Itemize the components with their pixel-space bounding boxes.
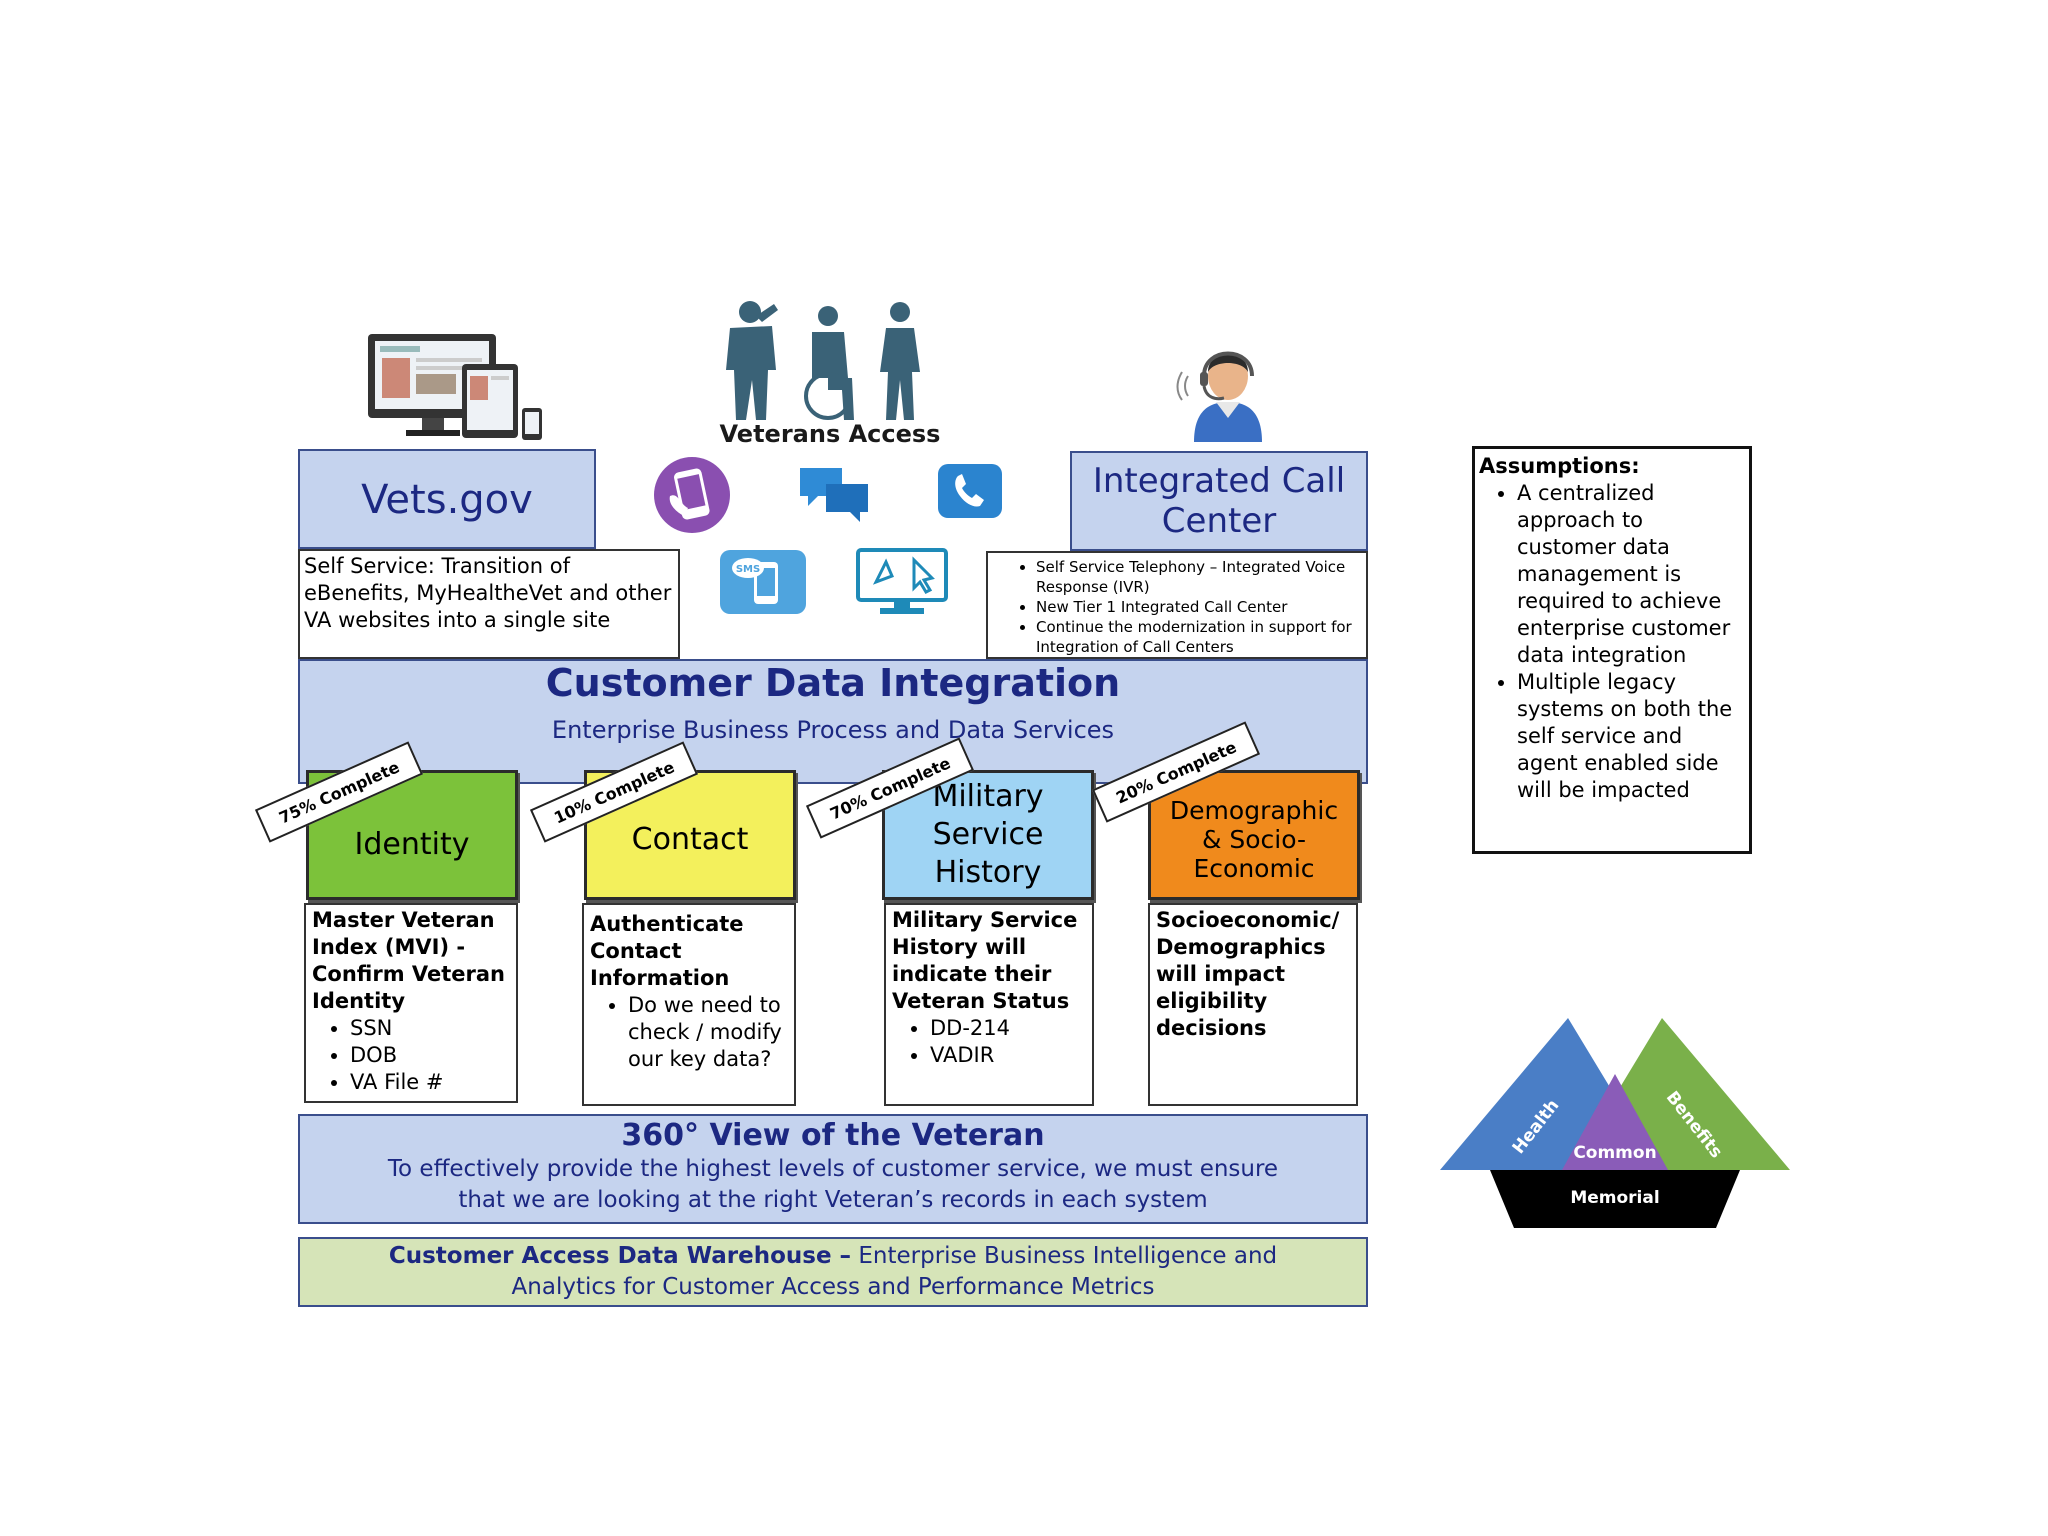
devices-icon bbox=[368, 334, 542, 440]
contact-description-heading: Authenticate Contact Information bbox=[590, 912, 744, 990]
assumptions-bullet: Multiple legacy systems on both the self… bbox=[1517, 669, 1745, 804]
identity-bullet: SSN bbox=[350, 1015, 510, 1042]
assumptions-box: Assumptions: A centralized approach to c… bbox=[1472, 446, 1752, 854]
memorial-segment bbox=[1490, 1170, 1740, 1228]
data-warehouse-title: Customer Access Data Warehouse – bbox=[388, 1243, 852, 1269]
vets-gov-title: Vets.gov bbox=[298, 449, 596, 549]
demographic-tile: Demographic & Socio- Economic bbox=[1148, 770, 1360, 900]
veterans-silhouette-icon bbox=[726, 301, 920, 420]
demographic-tile-line: & Socio- bbox=[1201, 824, 1307, 854]
data-warehouse-line1-rest: Enterprise Business Intelligence and bbox=[851, 1243, 1278, 1269]
demographic-description-heading: Socioeconomic/ Demographics will impact … bbox=[1156, 908, 1340, 1040]
military-tile-line: Military bbox=[932, 779, 1044, 814]
view-360-title: 360° View of the Veteran bbox=[621, 1118, 1045, 1153]
call-center-title: Integrated Call Center bbox=[1070, 451, 1368, 551]
data-warehouse-line1: Customer Access Data Warehouse – Enterpr… bbox=[300, 1241, 1366, 1272]
demographic-tile-line: Demographic bbox=[1169, 795, 1339, 825]
view-360-line2: that we are looking at the right Veteran… bbox=[458, 1187, 1208, 1213]
vets-gov-description: Self Service: Transition of eBenefits, M… bbox=[298, 549, 680, 659]
military-description: Military Service History will indicate t… bbox=[884, 903, 1094, 1106]
data-warehouse-band: Customer Access Data Warehouse – Enterpr… bbox=[298, 1237, 1368, 1307]
common-label: Common bbox=[1573, 1143, 1656, 1163]
sms-label: SMS bbox=[736, 564, 760, 575]
assumptions-bullet: A centralized approach to customer data … bbox=[1517, 480, 1745, 669]
call-center-title-line2: Center bbox=[1161, 501, 1277, 541]
va-triangle-logo: Health Benefits Common Memorial bbox=[1440, 1018, 1790, 1228]
call-center-agent-icon bbox=[1176, 351, 1262, 442]
cdi-subtitle: Enterprise Business Process and Data Ser… bbox=[551, 716, 1115, 744]
call-center-bullet: New Tier 1 Integrated Call Center bbox=[1036, 597, 1362, 617]
view-360-band: 360° View of the Veteran To effectively … bbox=[298, 1114, 1368, 1224]
demographic-tile-line: Economic bbox=[1193, 853, 1315, 883]
military-bullet: VADIR bbox=[930, 1042, 1086, 1069]
demographic-description: Socioeconomic/ Demographics will impact … bbox=[1148, 903, 1358, 1106]
call-center-bullet: Self Service Telephony – Integrated Voic… bbox=[1036, 557, 1362, 597]
military-tile-line: Service bbox=[932, 817, 1044, 852]
chat-bubbles-icon bbox=[800, 468, 868, 522]
veterans-access-label: Veterans Access bbox=[719, 420, 941, 448]
call-center-bullets: Self Service Telephony – Integrated Voic… bbox=[986, 551, 1368, 659]
call-center-title-line1: Integrated Call bbox=[1092, 461, 1346, 501]
mobile-phone-icon bbox=[654, 457, 730, 533]
cdi-title: Customer Data Integration bbox=[545, 661, 1121, 705]
computer-monitor-icon bbox=[856, 548, 948, 614]
data-warehouse-line2: Analytics for Customer Access and Perfor… bbox=[511, 1274, 1155, 1300]
identity-bullet: VA File # bbox=[350, 1069, 510, 1096]
sms-tablet-icon: SMS bbox=[720, 550, 806, 614]
identity-bullet: DOB bbox=[350, 1042, 510, 1069]
view-360-line1: To effectively provide the highest level… bbox=[387, 1156, 1279, 1182]
military-tile-line: History bbox=[934, 855, 1042, 890]
contact-description: Authenticate Contact Information Do we n… bbox=[582, 903, 796, 1106]
assumptions-title: Assumptions: bbox=[1479, 454, 1640, 478]
identity-description-heading: Master Veteran Index (MVI) - Confirm Vet… bbox=[312, 908, 506, 1013]
telephone-icon bbox=[938, 464, 1002, 518]
military-description-heading: Military Service History will indicate t… bbox=[892, 908, 1078, 1013]
call-center-bullet: Continue the modernization in support fo… bbox=[1036, 617, 1362, 657]
memorial-label: Memorial bbox=[1570, 1188, 1659, 1208]
common-segment bbox=[1562, 1074, 1668, 1170]
military-bullet: DD-214 bbox=[930, 1015, 1086, 1042]
identity-description: Master Veteran Index (MVI) - Confirm Vet… bbox=[304, 903, 518, 1103]
contact-bullet: Do we need to check / modify our key dat… bbox=[628, 992, 788, 1073]
